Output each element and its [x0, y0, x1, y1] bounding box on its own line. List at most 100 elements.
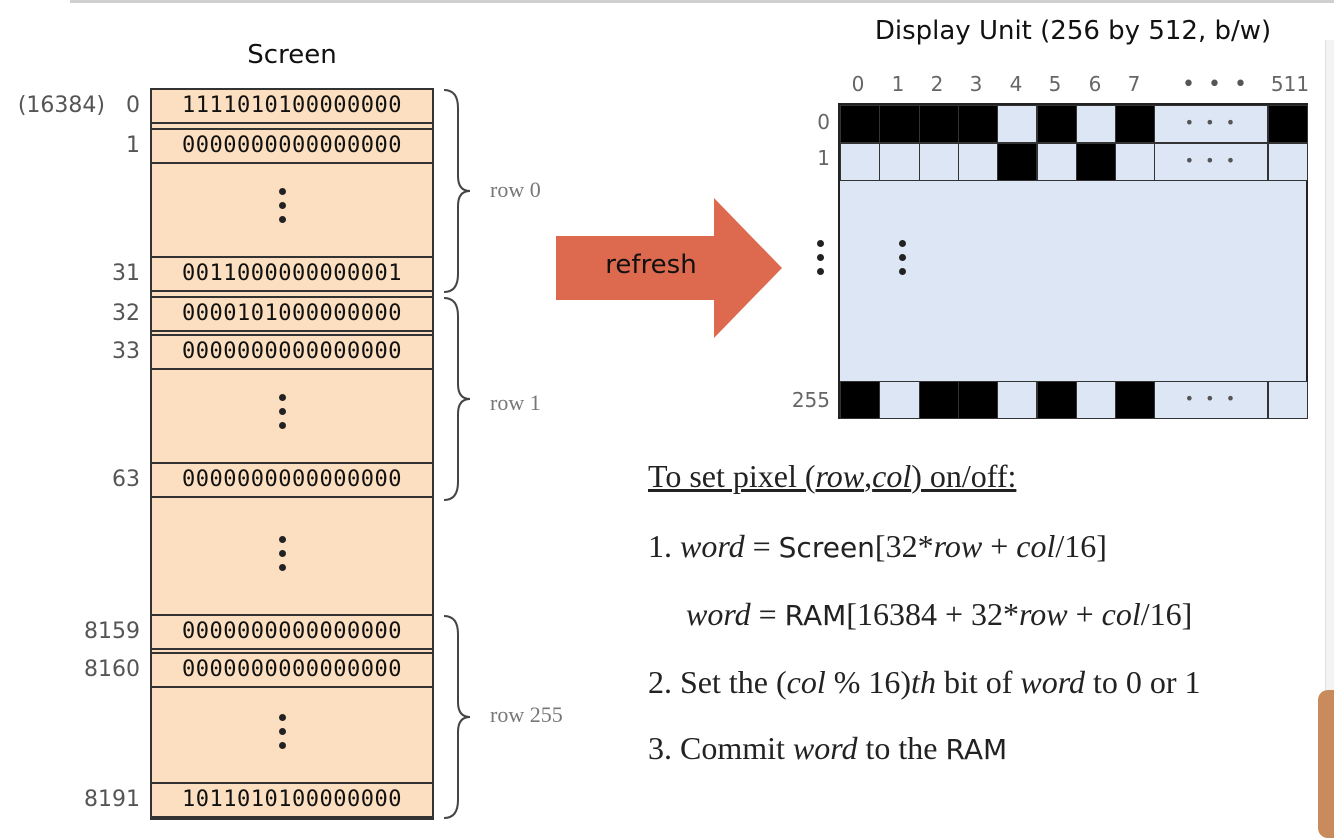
step-1: 1. word = Screen[32*row + col/16]: [648, 528, 1107, 565]
address-label: 8159: [84, 619, 140, 644]
column-label: 511: [1270, 72, 1310, 96]
row-term: row: [1019, 596, 1068, 632]
word-term: word: [680, 528, 745, 564]
ram-keyword: RAM: [945, 733, 1008, 766]
col-term: col: [1101, 596, 1141, 632]
pixel: [918, 143, 959, 181]
pixel: [1115, 143, 1156, 181]
pixel: [957, 105, 999, 143]
pixel-ellipsis-block: • • •: [1154, 105, 1269, 143]
vertical-ellipsis: [279, 394, 287, 436]
row-number: 255: [791, 388, 830, 412]
address-label: 1: [126, 133, 140, 158]
base-address: (16384): [17, 93, 105, 118]
vertical-ellipsis: [899, 240, 907, 282]
heading-comma: ,: [864, 458, 873, 494]
col-term: col: [786, 664, 826, 700]
row-255-brace: [443, 615, 471, 819]
ram-keyword: RAM: [784, 599, 847, 632]
screen-title: Screen: [247, 40, 337, 70]
step-text: to 0 or 1: [1084, 664, 1201, 700]
column-label: 5: [1048, 72, 1062, 96]
pixel: [879, 381, 920, 419]
memory-word: 0000000000000000: [150, 652, 434, 688]
expr: [16384 + 32*: [846, 596, 1019, 632]
column-label: 0: [851, 72, 865, 96]
refresh-arrow: [556, 198, 782, 338]
column-label: 1: [891, 72, 905, 96]
pixel: [918, 381, 959, 419]
step-2: 2. Set the (col % 16)th bit of word to 0…: [648, 664, 1201, 701]
equals: =: [750, 596, 785, 632]
pixel: [957, 143, 999, 181]
memory-word: 1011010100000000: [150, 782, 434, 818]
step-text: % 16): [825, 664, 912, 700]
step-text: to the: [857, 730, 946, 766]
pixel: [1268, 381, 1309, 419]
pixel: [1268, 143, 1309, 181]
step-text: 3. Commit: [648, 730, 793, 766]
vertical-ellipsis: [279, 188, 287, 230]
vertical-ellipsis: [279, 714, 287, 756]
display-pixel-grid: • • • • • • • • •: [838, 103, 1309, 419]
screen-memory-block: [150, 88, 434, 820]
heading-text: To set pixel (: [648, 458, 816, 494]
pixel: [879, 143, 920, 181]
column-ellipsis: • • •: [1182, 72, 1250, 97]
column-label: 6: [1088, 72, 1102, 96]
vertical-ellipsis: [279, 536, 287, 578]
memory-word: 0000000000000000: [150, 462, 434, 498]
pixel: [1075, 105, 1117, 143]
top-divider: [70, 0, 1334, 3]
row-1-label: row 1: [490, 390, 541, 415]
heading-col: col: [872, 458, 912, 494]
address-label: 8191: [84, 787, 140, 812]
pixel: [997, 143, 1038, 181]
screen-keyword: Screen: [778, 531, 875, 564]
step-text: bit of: [935, 664, 1021, 700]
memory-word: 0000000000000000: [150, 334, 434, 370]
row-0-label: row 0: [490, 177, 541, 202]
row-255-label: row 255: [490, 702, 563, 727]
memory-word: 0000000000000000: [150, 614, 434, 650]
refresh-label: refresh: [605, 250, 697, 280]
heading-text-end: ) on/off:: [911, 458, 1017, 494]
pixel: [1115, 381, 1156, 419]
pixel: [840, 105, 881, 143]
memory-word: 0000000000000000: [150, 128, 434, 164]
row-term: row: [933, 528, 983, 564]
heading-row: row: [815, 458, 865, 494]
pixel: [840, 143, 881, 181]
pixel: [879, 105, 920, 143]
address-label: 32: [112, 301, 140, 326]
row-number: 1: [817, 146, 830, 170]
word-term: word: [792, 730, 858, 766]
pixel: [1036, 105, 1077, 143]
window-edge: [1325, 40, 1334, 838]
expr: /16]: [1055, 528, 1107, 564]
row-0-brace: [443, 89, 471, 293]
pixel-ellipsis-block: • • •: [1154, 143, 1269, 181]
address-label: 63: [112, 467, 140, 492]
vertical-ellipsis: [817, 240, 825, 282]
pixel-ellipsis-block: • • •: [1154, 381, 1269, 419]
address-label: 8160: [84, 657, 140, 682]
expr: [32*: [874, 528, 934, 564]
pixel: [957, 381, 999, 419]
col-term: col: [1016, 528, 1056, 564]
memory-word: 0000101000000000: [150, 296, 434, 332]
pixel: [1036, 381, 1077, 419]
plus: +: [1067, 596, 1102, 632]
address-label: 33: [112, 339, 140, 364]
column-label: 7: [1127, 72, 1141, 96]
pixel: [997, 105, 1038, 143]
row-number: 0: [817, 110, 830, 134]
pixel: [1268, 105, 1309, 143]
column-label: 3: [969, 72, 983, 96]
th-suffix: th: [911, 664, 936, 700]
column-label: 4: [1009, 72, 1023, 96]
pixel: [918, 105, 959, 143]
pixel: [840, 381, 881, 419]
presenter-hand: [1318, 690, 1334, 838]
pixel-ellipsis: • • •: [1184, 151, 1239, 170]
